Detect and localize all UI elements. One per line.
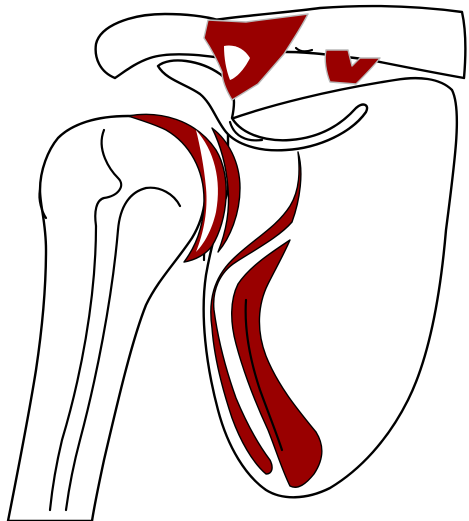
shoulder-joint-illustration — [0, 0, 469, 521]
